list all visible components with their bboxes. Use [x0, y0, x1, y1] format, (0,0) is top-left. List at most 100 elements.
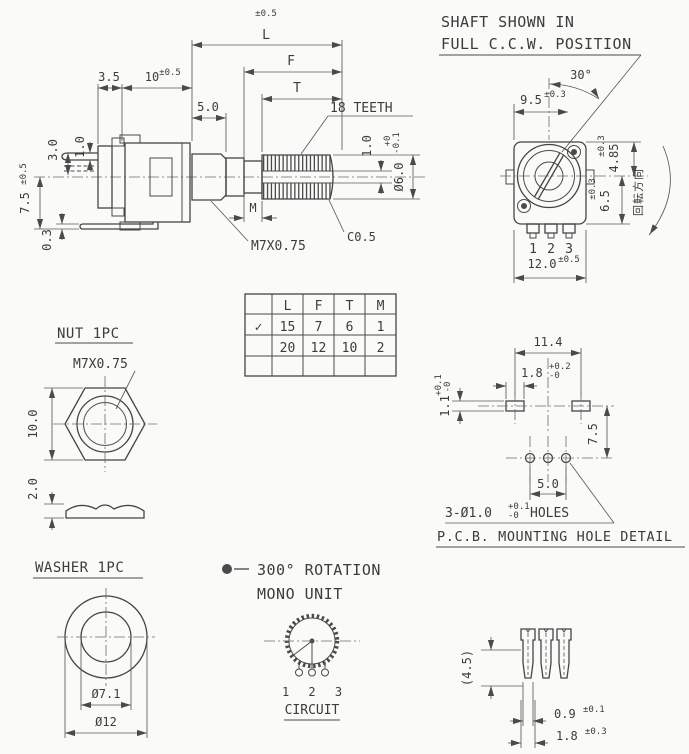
table-cell: 6 — [346, 320, 354, 335]
table-cell: 10 — [342, 341, 358, 356]
dim-4-5-label: (4.5) — [460, 650, 474, 686]
pcb-hole-detail: 11.4 1.8 +0.2 -0 1.1 +0.1 -0 7.5 — [434, 335, 685, 548]
slot-line — [533, 152, 561, 198]
holes-minus-label: -0 — [508, 511, 519, 521]
dim-line — [550, 81, 561, 88]
pin-2-stub — [547, 232, 555, 239]
dim-l-label: L — [262, 28, 270, 43]
dim-m-label: M — [249, 201, 256, 215]
bullet-icon — [222, 564, 232, 574]
pin-3 — [562, 223, 576, 234]
dim-1-8-plus-label: +0.2 — [549, 362, 571, 372]
dim-11-4-label: 11.4 — [534, 335, 563, 349]
pin-1-stub — [529, 232, 537, 239]
size-table: L F T M ✓ 15 7 6 1 20 12 10 2 — [244, 293, 397, 377]
dim-line — [590, 87, 599, 99]
right-tab — [585, 169, 595, 185]
dim-4-85-label: 4.85 — [607, 144, 621, 173]
dim-9-5-label: 9.5 — [520, 93, 542, 107]
dim-1-1-minus-label: -0 — [443, 382, 453, 393]
dim-3-0-label: 3.0 — [46, 139, 60, 161]
dim-7-5-tol-label: ±0.5 — [19, 163, 29, 185]
table-header-f: F — [315, 299, 323, 314]
pot-case — [124, 142, 191, 223]
dim-6-5-label: 6.5 — [598, 190, 612, 212]
screw-icon — [521, 203, 527, 209]
knurled-shaft — [261, 154, 334, 200]
bent-lead — [79, 222, 159, 230]
case-bottom-tab — [119, 221, 141, 231]
slot-line — [537, 154, 565, 200]
dim-5-0-label: 5.0 — [197, 100, 219, 114]
nut-height-label: 10.0 — [26, 410, 40, 439]
table-cell: 2 — [377, 341, 385, 356]
screw-icon — [571, 149, 577, 155]
table-cell: 7 — [315, 320, 323, 335]
pin-3-label: 3 — [565, 242, 573, 257]
case-boss — [149, 157, 173, 197]
dim-4-85-tol-label: ±0.3 — [597, 135, 607, 157]
pin-notch — [525, 628, 531, 633]
washer-inner-dia-label: Ø7.1 — [92, 687, 121, 701]
dim-0-9-tol-label: ±0.1 — [583, 705, 605, 715]
terminal-1 — [295, 668, 303, 677]
case-top-tab — [119, 134, 141, 144]
leader-line — [569, 462, 615, 524]
dim-10-tol-label: ±0.5 — [159, 68, 181, 78]
pin-notch — [543, 628, 549, 633]
leader-line — [561, 54, 642, 153]
circuit-pins-label: 1 2 3 — [282, 685, 348, 699]
terminal-3 — [321, 668, 329, 677]
rotation-direction-label: 回転方向 — [631, 168, 645, 216]
dim-0-3-label: 0.3 — [40, 229, 54, 251]
washer-title: WASHER 1PC — [35, 560, 124, 576]
bracket-hook-bottom — [111, 207, 125, 217]
table-cell: 1 — [377, 320, 385, 335]
dim-1-8-label: 1.8 — [521, 366, 543, 380]
pin-3-stub — [565, 232, 573, 239]
front-view: SHAFT SHOWN IN FULL C.C.W. POSITION 30° … — [439, 13, 671, 283]
rotation-arrow-arc — [648, 145, 671, 236]
nut-view: NUT 1PC M7X0.75 10.0 2.0 — [26, 326, 157, 530]
nut-thickness-label: 2.0 — [26, 478, 40, 500]
dim-1-8-minus-label: -0 — [549, 371, 560, 381]
check-icon: ✓ — [255, 320, 263, 335]
angle-label: 30° — [570, 68, 592, 82]
circuit-caption: CIRCUIT — [285, 703, 340, 718]
rotation-note-line1: 300° ROTATION — [257, 561, 381, 579]
holes-label: 3-Ø1.0 — [445, 506, 492, 521]
dim-1-1-label: 1.1 — [438, 395, 452, 417]
table-cell: 20 — [280, 341, 296, 356]
bracket-hook-top — [111, 137, 125, 147]
circuit-symbol: 300° ROTATION MONO UNIT 1 2 3 CIRCUIT — [222, 561, 381, 721]
washer-view: WASHER 1PC Ø7.1 Ø12 — [33, 560, 155, 738]
pin-2-label: 2 — [547, 242, 555, 257]
dim-line — [649, 224, 658, 235]
dim-1-0-label: 1.0 — [73, 136, 87, 158]
dim-0-9-label: 0.9 — [554, 707, 576, 721]
screw-icon — [517, 199, 531, 213]
side-view: ±0.5 L F T 3.5 10 ±0.5 5.0 18 TEETH 3.0 … — [18, 9, 428, 254]
terminal-pin — [556, 628, 572, 679]
dim-5-0-label: 5.0 — [537, 477, 559, 491]
terminal-bracket — [97, 145, 113, 209]
dim-1-1-plus-label: +0.1 — [434, 374, 444, 396]
dim-12-tol-label: ±0.5 — [558, 255, 580, 265]
rotation-note-line2: MONO UNIT — [257, 585, 343, 603]
dim-3-5-label: 3.5 — [98, 70, 120, 84]
dim-7-5-label: 7.5 — [18, 192, 32, 214]
dim-1-8-tol-label: ±0.3 — [585, 727, 607, 737]
table-header-l: L — [284, 299, 292, 314]
dim-t-label: T — [293, 81, 301, 96]
pin-1 — [526, 223, 540, 234]
pin-notch — [561, 628, 567, 633]
slot-tol-plus-label: +0 — [383, 136, 393, 147]
washer-outer-dia-label: Ø12 — [95, 715, 117, 729]
wiper-arm — [290, 640, 313, 658]
terminal-pin — [520, 628, 536, 679]
table-header-m: M — [377, 299, 385, 314]
leader-line — [300, 115, 329, 155]
nut-thread-label: M7X0.75 — [73, 357, 128, 372]
